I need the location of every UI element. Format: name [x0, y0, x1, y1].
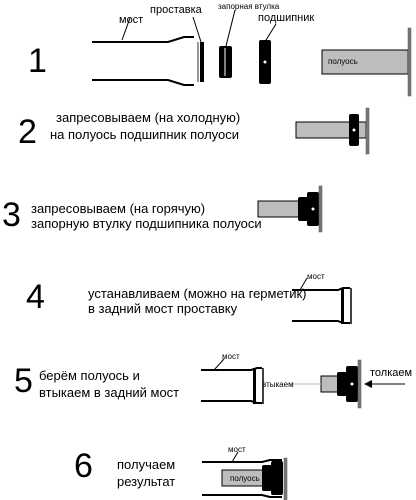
step-6-text-line-1: получаем — [117, 457, 175, 472]
step-1-bearing — [259, 40, 271, 84]
step-3-text-line-2: запорную втулку подшипника полуоси — [31, 216, 262, 231]
step-2-text-line-2: на полуось подшипник полуоси — [50, 127, 239, 142]
step-4-text-line-1: устанавливаем (можно на герметик) — [88, 286, 307, 301]
step-5-bridge-leader — [213, 358, 225, 371]
step-1-bridge — [92, 36, 194, 86]
step-2-assembly — [295, 107, 370, 155]
step-3-assembly — [257, 185, 323, 233]
step-1-sleeve-leader — [225, 9, 236, 47]
step-1-spacer-leader — [192, 16, 202, 43]
step-2-text-line-1: запресовываем (на холодную) — [56, 110, 240, 125]
step-6-label-bridge: мост — [228, 445, 246, 454]
step-2-number: 2 — [18, 113, 37, 151]
step-1-label-locking-sleeve: запорная втулка — [218, 2, 280, 11]
step-4-number: 4 — [26, 278, 45, 316]
step-2: 2 запресовываем (на холодную) на полуось… — [18, 107, 370, 155]
step-4-label-bridge: мост — [307, 272, 325, 281]
step-4-bridge-leader — [299, 277, 308, 291]
step-5-push-arrow-icon — [364, 380, 405, 388]
step-3-number: 3 — [2, 196, 21, 234]
step-5-label-bridge: мост — [222, 352, 240, 361]
step-5-text-line-2: втыкаем в задний мост — [39, 385, 179, 400]
step-3: 3 запресовываем (на горячую) запорную вт… — [2, 185, 323, 234]
step-1: 1 полуось мост проставка — [28, 2, 412, 97]
step-1-bearing-leader — [265, 23, 277, 41]
step-5-label-insert: втыкаем — [262, 380, 294, 389]
step-1-bridge-leader — [121, 17, 131, 41]
step-4: 4 устанавливаем (можно на герметик) в за… — [26, 272, 352, 324]
step-1-label-bridge: мост — [119, 14, 143, 26]
step-1-label-half-axle: полуось — [328, 57, 358, 66]
step-5-label-push: толкаем — [370, 367, 412, 379]
step-1-label-spacer: проставка — [150, 4, 203, 16]
step-4-bridge — [292, 287, 352, 324]
step-5-half-axle — [320, 359, 362, 409]
step-6-text-line-2: результат — [117, 474, 175, 489]
step-1-half-axle: полуось — [321, 27, 412, 97]
step-1-label-bearing: подшипник — [258, 12, 314, 24]
step-6-number: 6 — [74, 447, 93, 485]
step-5-bridge — [201, 367, 264, 404]
step-6: 6 получаем результат полуось мост — [74, 445, 288, 500]
step-5-text-line-1: берём полуось и — [39, 368, 140, 383]
step-6-bridge-leader — [231, 451, 239, 463]
step-5: 5 берём полуось и втыкаем в задний мост … — [14, 352, 412, 409]
step-1-spacer — [197, 42, 204, 82]
step-1-locking-sleeve — [219, 46, 232, 78]
step-3-text-line-1: запресовываем (на горячую) — [31, 201, 205, 216]
step-5-number: 5 — [14, 362, 33, 400]
step-1-number: 1 — [28, 42, 47, 80]
step-4-text-line-2: в задний мост проставку — [88, 301, 238, 316]
step-6-assembly — [202, 457, 288, 500]
step-6-label-half-axle: полуось — [230, 474, 260, 483]
